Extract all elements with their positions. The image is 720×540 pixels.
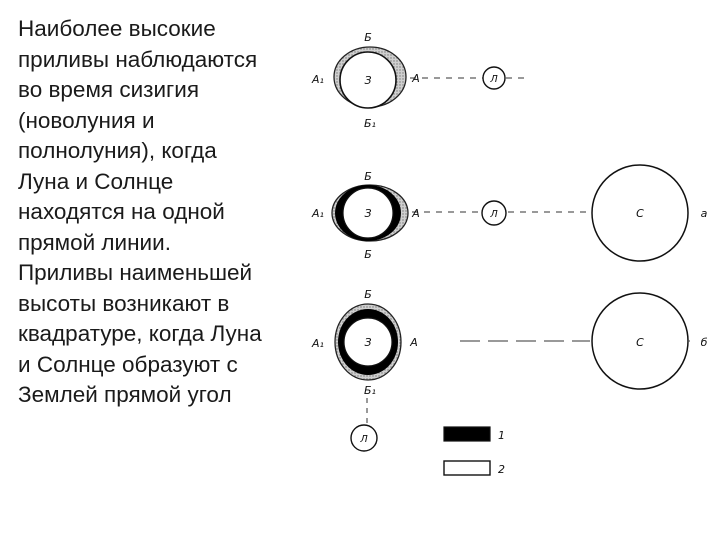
- moon-label: Л: [489, 209, 498, 220]
- label-far: б: [701, 336, 708, 349]
- label-right: А: [411, 72, 420, 85]
- label-right: А: [409, 336, 418, 349]
- diagram-row-2: З Л С а Б Б А₁ А: [311, 165, 708, 261]
- diagram-row-1: З Л Б Б₁ А₁ А: [311, 31, 525, 130]
- legend-swatch-2: [444, 461, 490, 475]
- label-far: а: [701, 207, 708, 220]
- label-top: Б: [364, 288, 372, 301]
- moon-label: Л: [489, 74, 498, 85]
- label-bottom: Б₁: [364, 384, 376, 397]
- label-left: А₁: [311, 73, 324, 86]
- legend-label-2: 2: [498, 463, 505, 476]
- label-top: Б: [364, 170, 372, 183]
- label-top: Б: [364, 31, 372, 44]
- earth-label: З: [364, 74, 371, 87]
- diagram-row-3: З Л С б Б Б₁ А₁ А: [311, 288, 708, 451]
- label-left: А₁: [311, 207, 324, 220]
- sun-label: С: [636, 207, 644, 220]
- earth-label: З: [364, 336, 371, 349]
- earth-label: З: [364, 207, 371, 220]
- moon-label: Л: [359, 434, 368, 445]
- label-bottom: Б: [364, 248, 372, 261]
- legend-label-1: 1: [498, 429, 505, 442]
- label-left: А₁: [311, 337, 324, 350]
- sun-label: С: [636, 336, 644, 349]
- label-bottom: Б₁: [364, 117, 376, 130]
- legend-swatch-1: [444, 427, 490, 441]
- label-right: А: [411, 207, 420, 220]
- legend: 1 2: [444, 427, 505, 476]
